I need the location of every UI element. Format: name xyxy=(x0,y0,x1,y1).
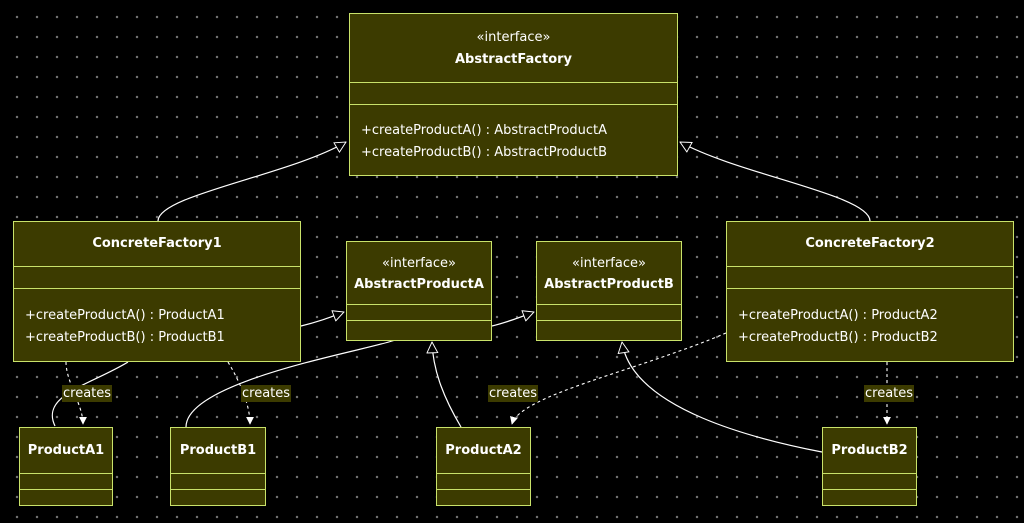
edge-creates-cf2-a2 xyxy=(510,332,727,425)
concrete-factory1-methods-divider xyxy=(14,288,300,289)
edge-apa-to-abstract-product-b xyxy=(491,312,534,327)
product-b1-attributes-divider xyxy=(171,473,265,474)
abstract-factory-op-2: +createProductB() : AbstractProductB xyxy=(361,145,608,160)
concrete-factory1-op-2: +createProductB() : ProductB1 xyxy=(25,330,225,345)
abstract-product-b-methods-divider xyxy=(537,320,681,321)
product-b2-attributes-divider xyxy=(823,473,916,474)
edge-cf2-implements-abstract-factory xyxy=(680,141,871,222)
product-a1-attributes-divider xyxy=(20,473,112,474)
edge-cf1-implements-abstract-factory xyxy=(157,142,346,222)
concrete-factory2-op-1: +createProductA() : ProductA2 xyxy=(738,308,938,323)
product-b1-node[interactable]: ProductB1 xyxy=(170,427,266,506)
product-b1-methods-divider xyxy=(171,489,265,490)
product-b2-node[interactable]: ProductB2 xyxy=(822,427,917,506)
product-a1-methods-divider xyxy=(20,489,112,490)
edge-creates-cf1-b1 xyxy=(227,361,254,425)
abstract-product-b-node[interactable]: «interface» AbstractProductB xyxy=(536,241,682,341)
abstract-factory-attributes-divider xyxy=(350,82,677,83)
abstract-product-a-title: AbstractProductA xyxy=(354,277,484,292)
concrete-factory2-title: ConcreteFactory2 xyxy=(805,236,935,251)
edge-cf1-to-abstract-product-a xyxy=(300,312,344,327)
creates-label-a1: creates xyxy=(62,385,113,402)
product-a1-node[interactable]: ProductA1 xyxy=(19,427,113,506)
concrete-factory2-attributes-divider xyxy=(727,266,1013,267)
edge-product-a2-implements-apa xyxy=(432,342,462,428)
abstract-product-b-stereotype: «interface» xyxy=(572,256,646,271)
creates-label-b2: creates xyxy=(864,385,915,402)
abstract-factory-methods-divider xyxy=(350,104,677,105)
product-a2-methods-divider xyxy=(437,489,530,490)
product-a2-attributes-divider xyxy=(437,473,530,474)
concrete-factory2-op-2: +createProductB() : ProductB2 xyxy=(738,330,938,345)
edge-product-b1-to-abstract-product-b xyxy=(185,339,396,428)
abstract-factory-op-1: +createProductA() : AbstractProductA xyxy=(361,123,608,138)
abstract-product-b-title: AbstractProductB xyxy=(544,277,674,292)
product-a2-title: ProductA2 xyxy=(445,443,522,458)
edge-product-b2-implements-apb xyxy=(622,342,823,453)
abstract-product-a-stereotype: «interface» xyxy=(382,256,456,271)
product-b1-title: ProductB1 xyxy=(179,443,257,458)
concrete-factory1-op-1: +createProductA() : ProductA1 xyxy=(25,308,225,323)
abstract-factory-stereotype: «interface» xyxy=(476,30,551,45)
creates-label-b1: creates xyxy=(241,385,292,402)
abstract-factory-node[interactable]: «interface» AbstractFactory +createProdu… xyxy=(349,13,678,176)
product-a2-node[interactable]: ProductA2 xyxy=(436,427,531,506)
product-b2-title: ProductB2 xyxy=(831,443,908,458)
concrete-factory1-node[interactable]: ConcreteFactory1 +createProductA() : Pro… xyxy=(13,221,301,362)
concrete-factory1-attributes-divider xyxy=(14,266,300,267)
abstract-product-a-methods-divider xyxy=(347,320,491,321)
concrete-factory1-title: ConcreteFactory1 xyxy=(92,236,222,251)
abstract-product-b-attributes-divider xyxy=(537,304,681,305)
concrete-factory2-methods-divider xyxy=(727,288,1013,289)
creates-label-a2: creates xyxy=(488,385,539,402)
abstract-factory-title: AbstractFactory xyxy=(454,52,573,67)
product-b2-methods-divider xyxy=(823,489,916,490)
product-a1-title: ProductA1 xyxy=(27,443,105,458)
abstract-product-a-attributes-divider xyxy=(347,304,491,305)
abstract-product-a-node[interactable]: «interface» AbstractProductA xyxy=(346,241,492,341)
concrete-factory2-node[interactable]: ConcreteFactory2 +createProductA() : Pro… xyxy=(726,221,1014,362)
